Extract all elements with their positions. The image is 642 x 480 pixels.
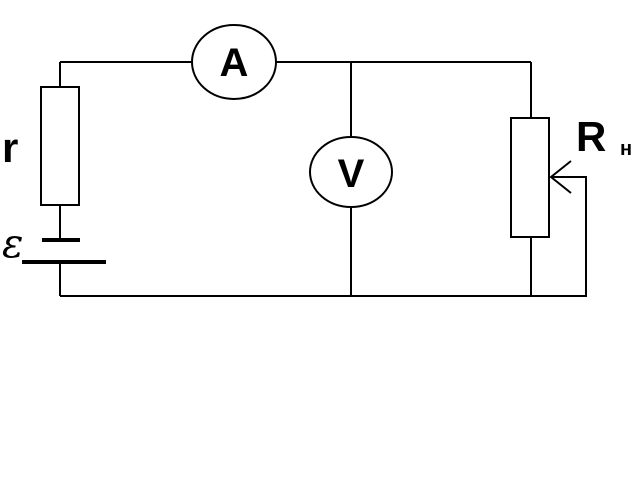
internal-resistance-label: r bbox=[2, 124, 18, 171]
load-resistor-label: R н bbox=[576, 113, 632, 160]
circuit-wires bbox=[59, 61, 586, 297]
rheostat-arrow-icon bbox=[549, 160, 572, 194]
internal-resistor bbox=[40, 86, 80, 206]
ammeter: A bbox=[191, 24, 277, 100]
load-resistor bbox=[510, 117, 550, 238]
load-resistor-label-main: R bbox=[576, 113, 606, 160]
rheostat-slider-wire bbox=[531, 176, 587, 297]
battery bbox=[22, 238, 106, 264]
emf-label: ε bbox=[2, 221, 23, 267]
voltmeter: V bbox=[309, 136, 393, 208]
voltmeter-circle bbox=[309, 136, 393, 208]
load-rheostat bbox=[510, 117, 587, 297]
voltmeter-symbol: V bbox=[338, 152, 365, 196]
ammeter-symbol: A bbox=[220, 41, 249, 85]
ammeter-circle bbox=[191, 24, 277, 100]
load-resistor-label-subscript: н bbox=[620, 138, 632, 160]
